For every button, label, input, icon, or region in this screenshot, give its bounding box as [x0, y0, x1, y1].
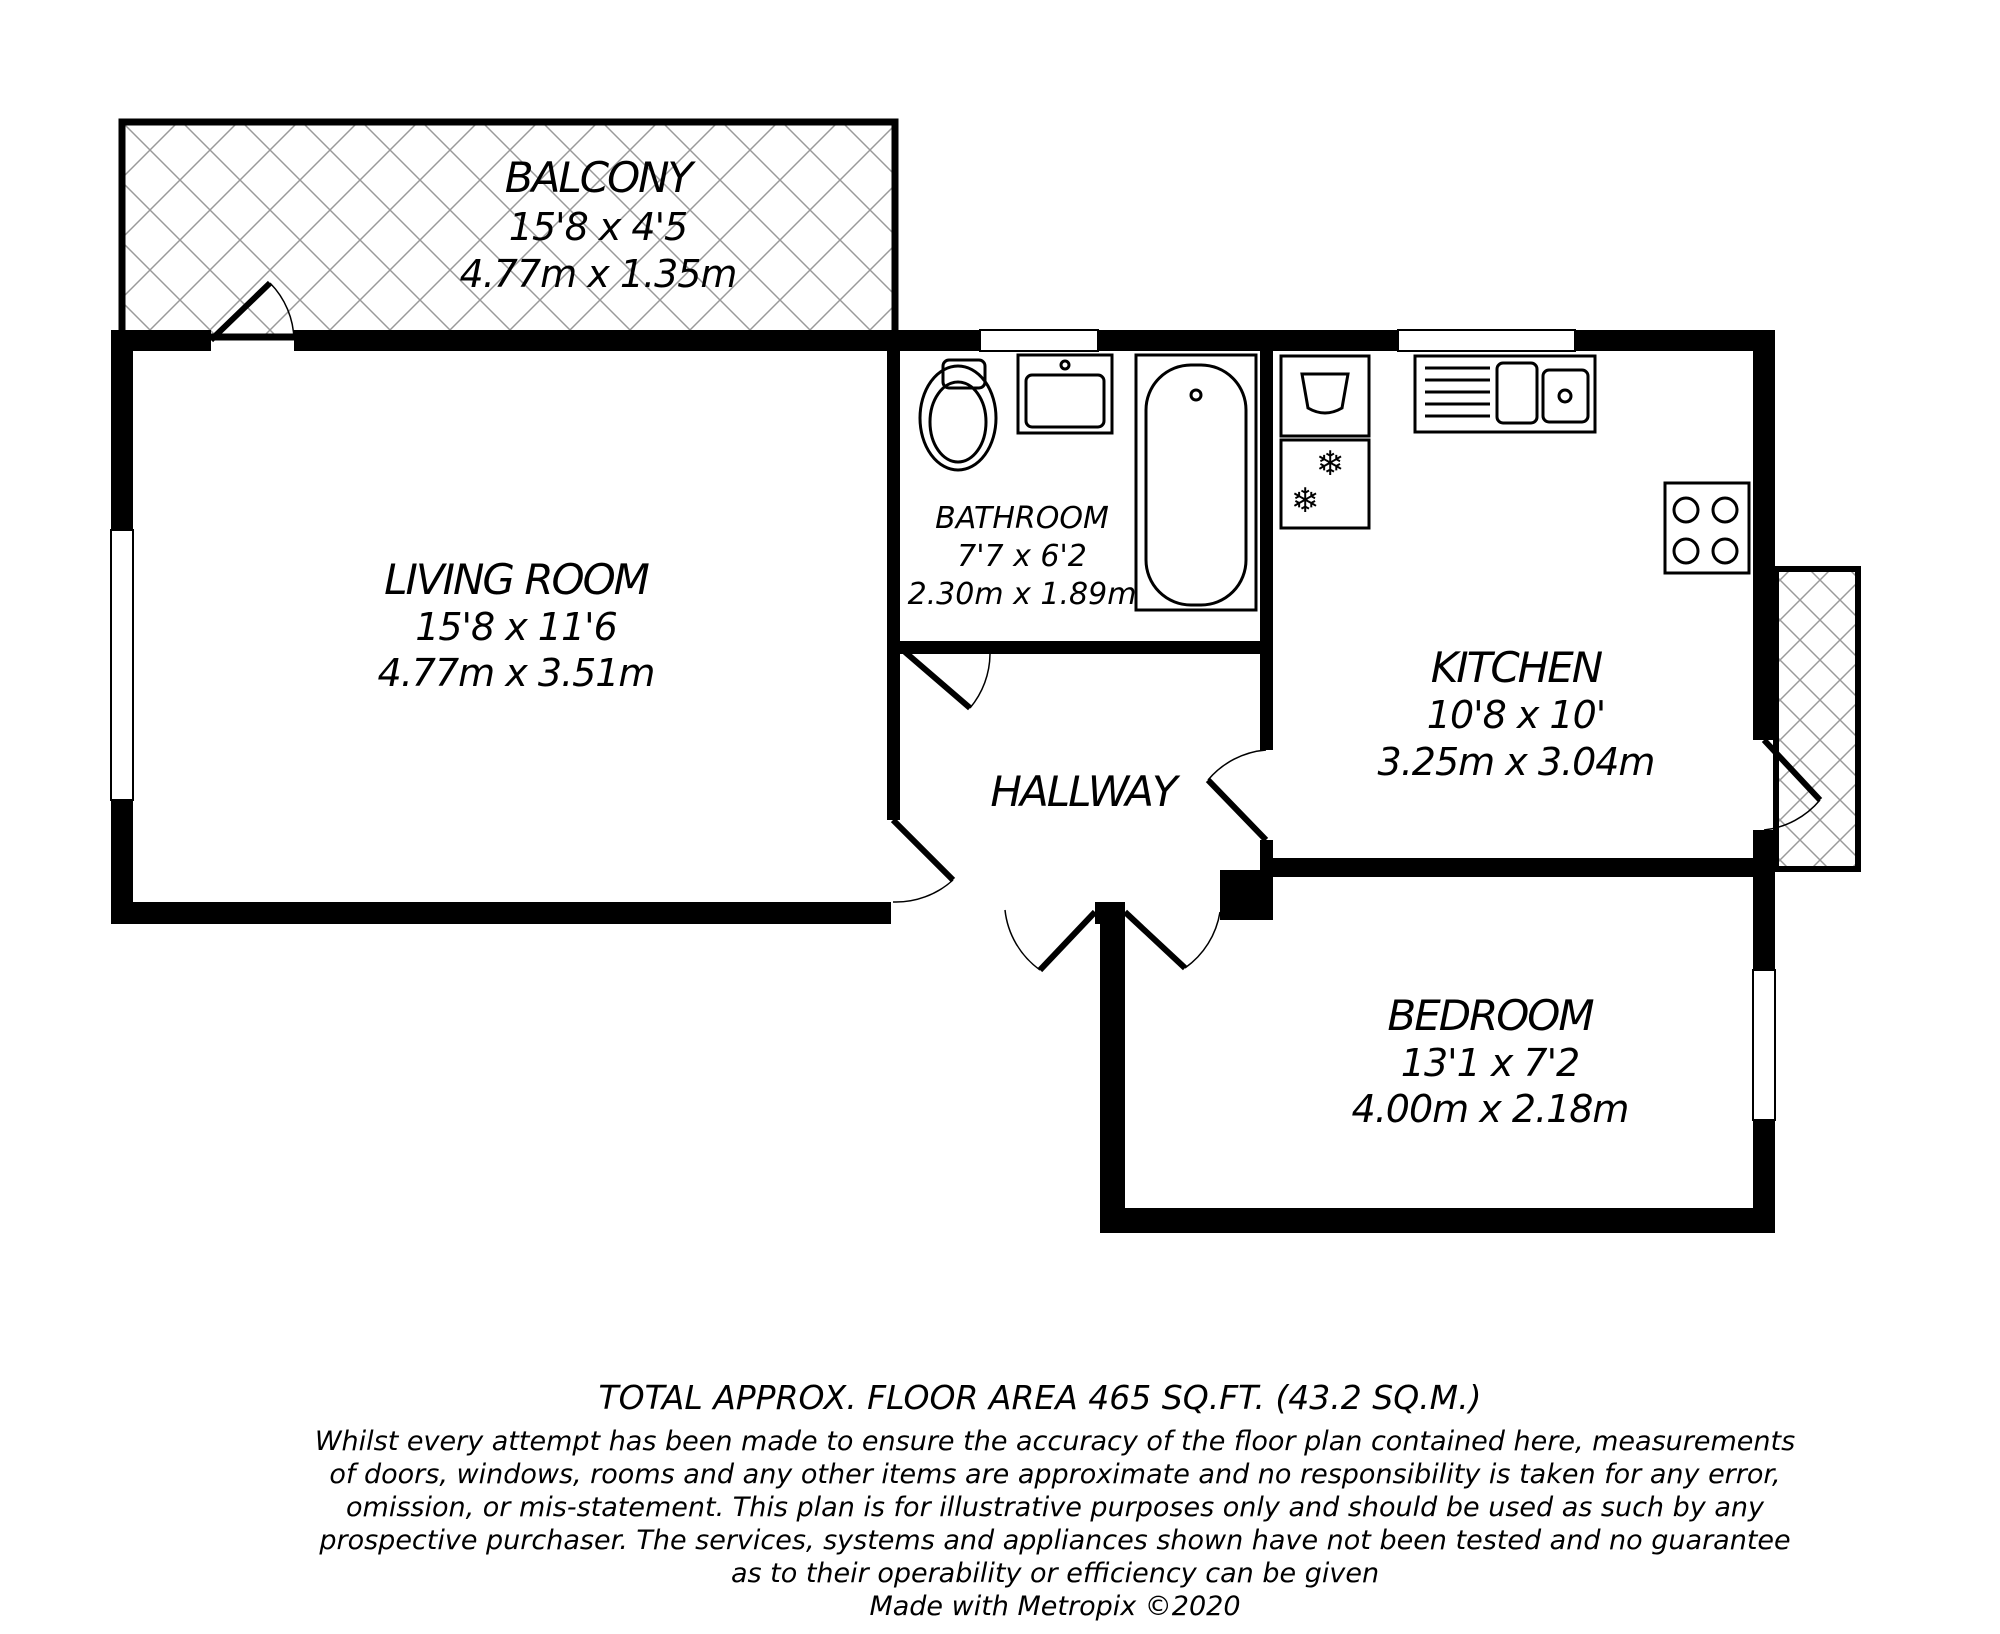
bathroom-metric: 2.30m x 1.89m: [908, 577, 1137, 612]
balcony-door: [208, 280, 295, 343]
bedroom-metric: 4.00m x 2.18m: [1352, 1087, 1629, 1131]
hallway-name: HALLWAY: [990, 767, 1181, 816]
kitchen-balcony-door: [1761, 737, 1823, 831]
hallway-label: HALLWAY: [990, 767, 1183, 816]
disclaimer-line: of doors, windows, rooms and any other i…: [329, 1459, 1781, 1490]
basin-icon: [1016, 353, 1114, 435]
bathroom-label: BATHROOM 7'7 x 6'2 2.30m x 1.89m: [908, 501, 1137, 612]
kitchen-name: KITCHEN: [1431, 643, 1603, 692]
balcony-label: BALCONY 15'8 x 4'5 4.77m x 1.35m: [460, 153, 738, 296]
disclaimer-line: prospective purchaser. The services, sys…: [319, 1525, 1791, 1556]
kitchen-label: KITCHEN 10'8 x 10' 3.25m x 3.04m: [1378, 643, 1656, 784]
walls: [111, 330, 1775, 1233]
credit: Made with Metropix ©2020: [869, 1591, 1241, 1622]
kitchen-metric: 3.25m x 3.04m: [1378, 740, 1655, 784]
living-room-name: LIVING ROOM: [384, 555, 650, 604]
kitchen-imperial: 10'8 x 10': [1427, 693, 1605, 737]
balcony-metric: 4.77m x 1.35m: [460, 252, 737, 296]
sink-icon: [1413, 354, 1597, 434]
hob-icon: [1663, 481, 1751, 575]
disclaimer-line: Whilst every attempt has been made to en…: [314, 1426, 1796, 1457]
total-floor-area: TOTAL APPROX. FLOOR AREA 465 SQ.FT. (43.…: [598, 1378, 1482, 1417]
bathroom-window: [979, 329, 1099, 352]
bedroom-window: [1752, 969, 1776, 1121]
living-door: [890, 817, 956, 903]
bathroom-door: [903, 649, 991, 711]
disclaimer-line: as to their operability or efficiency ca…: [730, 1558, 1380, 1589]
washing-machine-icon: [1279, 354, 1371, 438]
bathroom-name: BATHROOM: [935, 501, 1109, 536]
disclaimer: Whilst every attempt has been made to en…: [0, 1425, 2000, 1623]
living-room-imperial: 15'8 x 11'6: [415, 605, 617, 649]
kitchen-window: [1397, 329, 1576, 352]
bath-icon: [1134, 353, 1258, 612]
fridge-freezer-icon: ❄ ❄: [1279, 438, 1371, 530]
svg-text:❄: ❄: [1291, 481, 1320, 521]
front-door-left: [1004, 909, 1098, 973]
floor-plan: ❄ ❄ BALCONY 15'8 x 4'5 4.77m x 1.35m LIV…: [110, 118, 1861, 1233]
living-room-label: LIVING ROOM 15'8 x 11'6 4.77m x 3.51m: [378, 555, 656, 695]
toilet-icon: [918, 358, 998, 472]
balcony-imperial: 15'8 x 4'5: [509, 205, 687, 249]
bedroom-imperial: 13'1 x 7'2: [1401, 1041, 1579, 1085]
doors: [208, 280, 1823, 973]
living-window: [110, 529, 134, 801]
bedroom-label: BEDROOM 13'1 x 7'2 4.00m x 2.18m: [1352, 991, 1630, 1131]
living-room-metric: 4.77m x 3.51m: [378, 651, 655, 695]
bedroom-name: BEDROOM: [1387, 991, 1594, 1040]
kitchen-balcony: [1773, 566, 1861, 872]
kitchen-door: [1205, 749, 1269, 843]
front-door-right: [1122, 909, 1221, 971]
bathroom-imperial: 7'7 x 6'2: [957, 539, 1087, 574]
disclaimer-line: omission, or mis-statement. This plan is…: [346, 1492, 1764, 1523]
windows: [110, 329, 1776, 1121]
svg-text:❄: ❄: [1316, 444, 1345, 484]
balcony-name: BALCONY: [505, 153, 697, 202]
